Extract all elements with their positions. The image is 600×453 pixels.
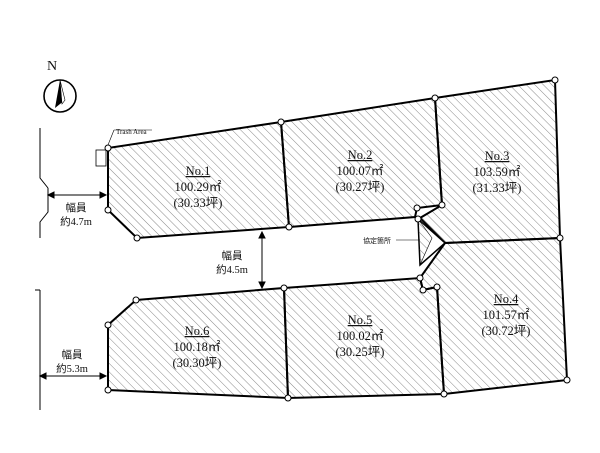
svg-text:約4.5m: 約4.5m bbox=[216, 263, 248, 276]
svg-text:幅員: 幅員 bbox=[66, 201, 87, 214]
svg-text:(30.25坪): (30.25坪) bbox=[336, 345, 385, 359]
trash-area-label: Trash Area bbox=[116, 128, 148, 136]
svg-text:No.4: No.4 bbox=[494, 292, 519, 306]
svg-text:(30.72坪): (30.72坪) bbox=[482, 324, 531, 338]
marker-label: 協定箇所 bbox=[363, 236, 391, 245]
svg-text:幅員: 幅員 bbox=[222, 249, 243, 262]
svg-text:100.07㎡: 100.07㎡ bbox=[337, 164, 384, 178]
svg-text:100.02㎡: 100.02㎡ bbox=[337, 329, 384, 343]
road-label-west-bottom: 幅員 約5.3m bbox=[56, 348, 88, 375]
svg-text:100.18㎡: 100.18㎡ bbox=[174, 340, 221, 354]
trash-area-box bbox=[95, 149, 107, 167]
svg-text:100.29㎡: 100.29㎡ bbox=[175, 180, 222, 194]
svg-text:No.5: No.5 bbox=[348, 313, 373, 327]
svg-text:(31.33坪): (31.33坪) bbox=[473, 181, 522, 195]
lot-2-label: No.2 100.07㎡ (30.27坪) bbox=[336, 148, 385, 194]
lot-6-label: No.6 100.18㎡ (30.30坪) bbox=[173, 324, 222, 370]
svg-text:103.59㎡: 103.59㎡ bbox=[474, 165, 521, 179]
svg-text:(30.33坪): (30.33坪) bbox=[174, 196, 223, 210]
lot-3-label: No.3 103.59㎡ (31.33坪) bbox=[473, 149, 522, 195]
agreement-marker: 協定箇所 bbox=[363, 217, 447, 267]
lot-6[interactable] bbox=[107, 286, 290, 400]
svg-text:No.2: No.2 bbox=[348, 148, 373, 162]
lot-1[interactable] bbox=[107, 120, 291, 240]
survey-nodes bbox=[104, 76, 571, 402]
lot-5-label: No.5 100.02㎡ (30.25坪) bbox=[336, 313, 385, 359]
svg-text:(30.30坪): (30.30坪) bbox=[173, 356, 222, 370]
svg-text:No.1: No.1 bbox=[186, 164, 211, 178]
svg-text:No.6: No.6 bbox=[185, 324, 210, 338]
compass-letter: N bbox=[47, 59, 57, 74]
lot-1-label: No.1 100.29㎡ (30.33坪) bbox=[174, 164, 223, 210]
lot-4-label: No.4 101.57㎡ (30.72坪) bbox=[482, 292, 531, 338]
road-label-center: 幅員 約4.5m bbox=[216, 249, 248, 276]
svg-text:約5.3m: 約5.3m bbox=[56, 362, 88, 375]
svg-text:(30.27坪): (30.27坪) bbox=[336, 180, 385, 194]
svg-text:約4.7m: 約4.7m bbox=[60, 215, 92, 228]
dimension-arrows bbox=[38, 191, 266, 380]
road-edges bbox=[35, 128, 49, 410]
svg-text:No.3: No.3 bbox=[485, 149, 510, 163]
svg-text:幅員: 幅員 bbox=[62, 348, 83, 361]
svg-text:101.57㎡: 101.57㎡ bbox=[483, 308, 530, 322]
road-label-west-top: 幅員 約4.7m bbox=[60, 201, 92, 228]
north-arrow-icon: N bbox=[43, 59, 77, 113]
